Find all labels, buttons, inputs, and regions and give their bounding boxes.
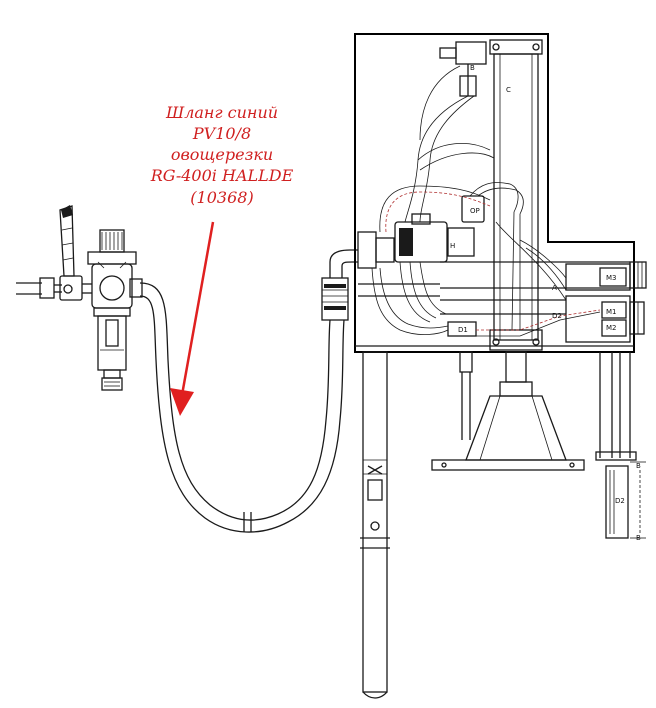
regulator-icon <box>87 229 137 309</box>
internal-tubing <box>371 65 601 337</box>
connector-icon <box>321 277 349 321</box>
label-m1: M1 <box>606 308 617 316</box>
label-b-side: B <box>636 462 641 470</box>
label-b-bottom: B <box>636 534 641 542</box>
cabinet <box>354 33 647 353</box>
filter-icon <box>93 307 131 391</box>
label-d2: D2 <box>552 312 562 320</box>
label-c: C <box>506 86 511 94</box>
label-d1: D1 <box>458 326 468 334</box>
blue-hose <box>139 249 358 533</box>
air-supply-unit <box>16 205 143 391</box>
label-d2-side: D2 <box>615 497 625 505</box>
annotation-line-1: Шланг синий <box>165 103 278 122</box>
drawing-labels: B C OP H D1 D2 A M3 M1 M2 B D2 B <box>450 64 641 542</box>
label-b-top: B <box>470 64 475 72</box>
cylinder <box>489 39 543 351</box>
valve-icon <box>59 205 83 301</box>
annotation-line-3: овощерезки <box>171 145 273 164</box>
label-h: H <box>450 242 455 250</box>
arrow-icon <box>170 221 215 416</box>
annotation-line-2: PV10/8 <box>192 124 251 143</box>
label-m3: M3 <box>606 274 617 282</box>
label-m2: M2 <box>606 324 617 332</box>
annotation-line-5: (10368) <box>190 188 253 207</box>
lower-assembly <box>360 351 646 699</box>
label-a: A <box>552 284 557 292</box>
label-op: OP <box>470 207 480 215</box>
hose-annotation: Шланг синий PV10/8 овощерезки RG-400i HA… <box>150 103 294 416</box>
annotation-line-4: RG-400i HALLDE <box>150 166 294 185</box>
